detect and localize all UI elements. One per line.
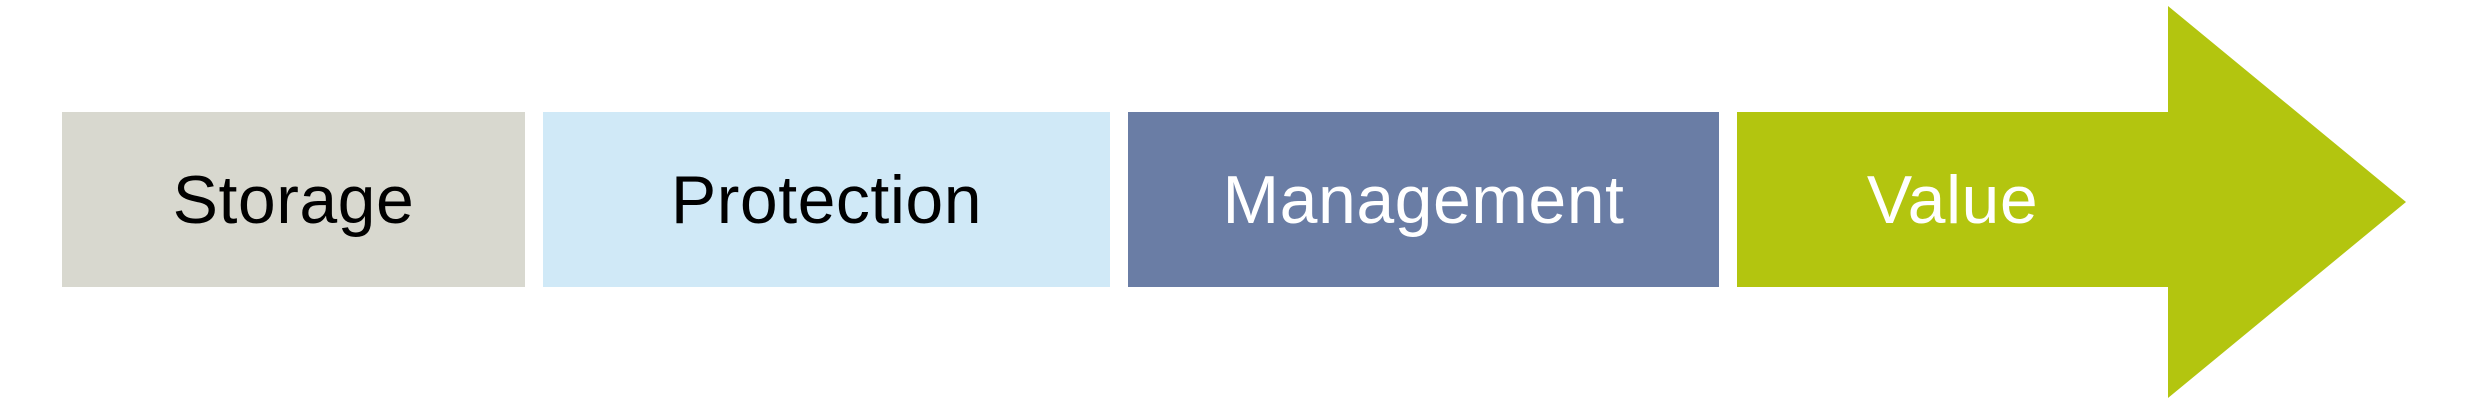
right-arrow-polygon	[1737, 6, 2406, 398]
step-management-label: Management	[1222, 161, 1625, 238]
step-protection-label: Protection	[670, 161, 983, 238]
step-value-label: Value	[1866, 161, 2039, 238]
step-storage-label: Storage	[172, 161, 415, 238]
step-value: Value	[1737, 6, 2406, 398]
step-protection: Protection	[543, 112, 1110, 287]
step-value-label-container: Value	[1737, 112, 2168, 287]
right-arrow-shape	[1737, 6, 2406, 398]
step-management: Management	[1128, 112, 1719, 287]
step-storage: Storage	[62, 112, 525, 287]
